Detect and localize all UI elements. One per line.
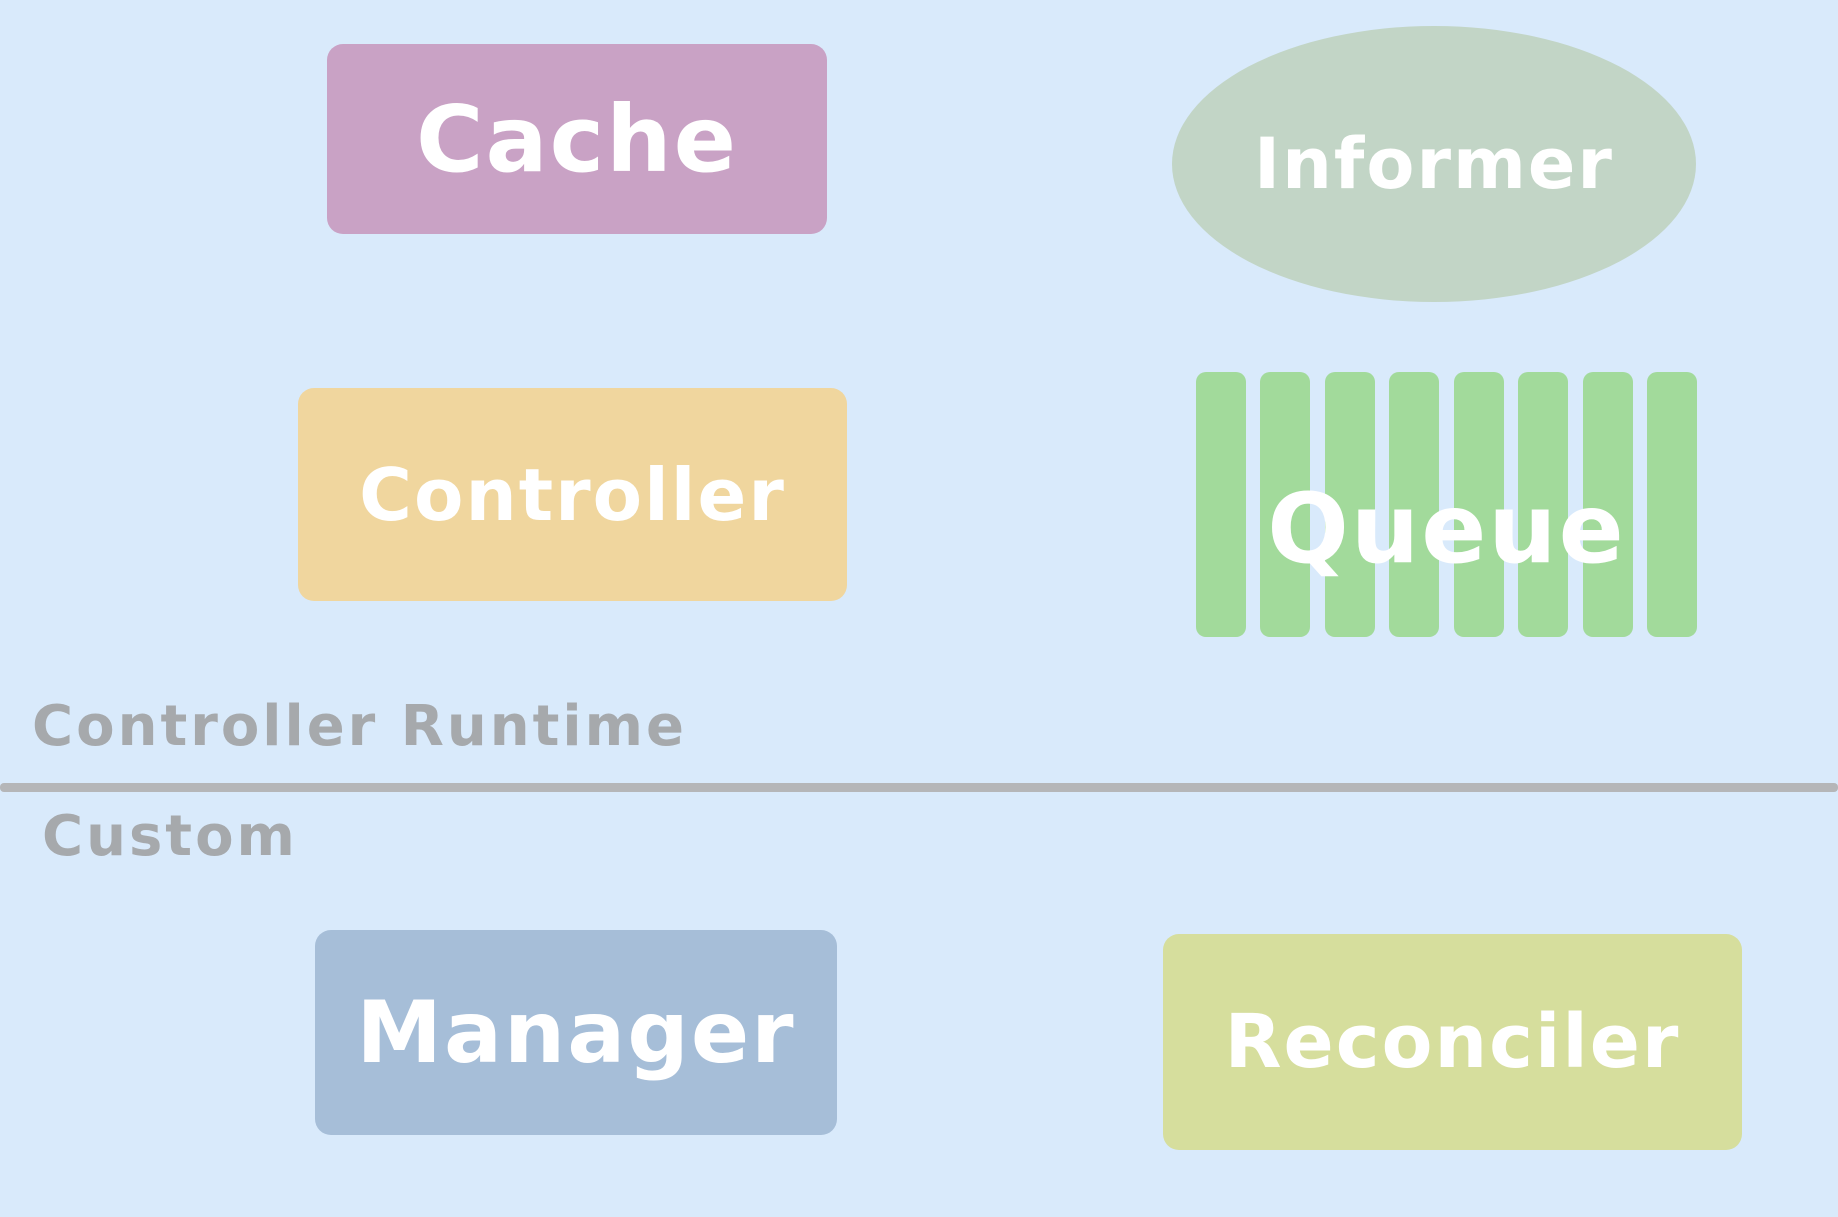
reconciler-node: Reconciler (1163, 934, 1742, 1150)
queue-bar (1196, 372, 1246, 637)
controller-node: Controller (298, 388, 847, 601)
queue-bar (1518, 372, 1569, 637)
informer-label: Informer (1254, 123, 1614, 205)
controller-label: Controller (359, 452, 786, 537)
queue-bars (1196, 372, 1697, 637)
queue-bar (1453, 372, 1504, 637)
queue-label: Queue (1267, 472, 1626, 585)
queue-bar (1324, 372, 1375, 637)
queue-bar (1582, 372, 1633, 637)
manager-node: Manager (315, 930, 837, 1135)
cache-node: Cache (327, 44, 827, 234)
cache-label: Cache (415, 85, 739, 193)
section-divider (0, 783, 1838, 792)
queue-bar (1646, 372, 1697, 637)
reconciler-label: Reconciler (1224, 999, 1681, 1085)
informer-node: Informer (1172, 26, 1696, 302)
queue-bar (1389, 372, 1440, 637)
manager-label: Manager (356, 982, 796, 1083)
queue-bar (1260, 372, 1311, 637)
controller-runtime-section-label: Controller Runtime (32, 694, 687, 759)
queue-node: Queue (1196, 372, 1697, 637)
custom-section-label: Custom (42, 804, 298, 869)
